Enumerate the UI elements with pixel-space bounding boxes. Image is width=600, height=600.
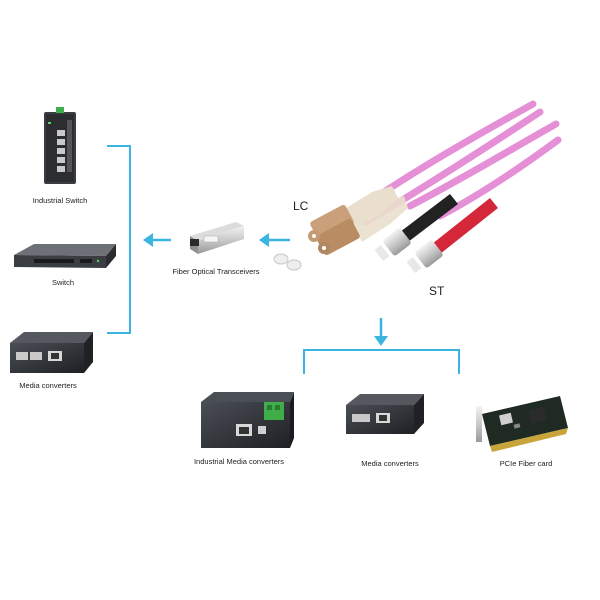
arrow-down — [374, 318, 388, 346]
left-bracket — [107, 145, 131, 334]
label-industrial-media-converters: Industrial Media converters — [193, 457, 285, 466]
label-industrial-switch: Industrial Switch — [32, 196, 88, 205]
label-lc: LC — [293, 199, 309, 213]
dust-caps-image — [273, 253, 302, 271]
pcie-card-image — [476, 396, 568, 452]
lc-connector-image — [308, 186, 408, 256]
industrial-switch-image — [44, 107, 76, 184]
label-fiber-optical-transceivers: Fiber Optical Transceivers — [172, 267, 260, 276]
sfp-transceiver-image — [190, 222, 244, 254]
label-st: ST — [429, 284, 445, 298]
media-converter-bottom-image — [346, 394, 424, 434]
industrial-media-converter-image — [201, 392, 294, 448]
label-switch: Switch — [51, 278, 75, 287]
label-media-converters-left: Media converters — [19, 381, 77, 390]
label-pcie-fiber-card: PCIe Fiber card — [499, 459, 553, 468]
bottom-bracket — [303, 349, 460, 374]
arrow-to-left-group — [143, 233, 171, 247]
switch-image — [14, 244, 116, 268]
label-media-converters-bottom: Media converters — [361, 459, 419, 468]
st-connector-black — [374, 194, 458, 261]
arrow-to-transceiver — [259, 233, 290, 247]
media-converter-left-image — [10, 332, 93, 373]
st-connector-red — [406, 198, 498, 273]
